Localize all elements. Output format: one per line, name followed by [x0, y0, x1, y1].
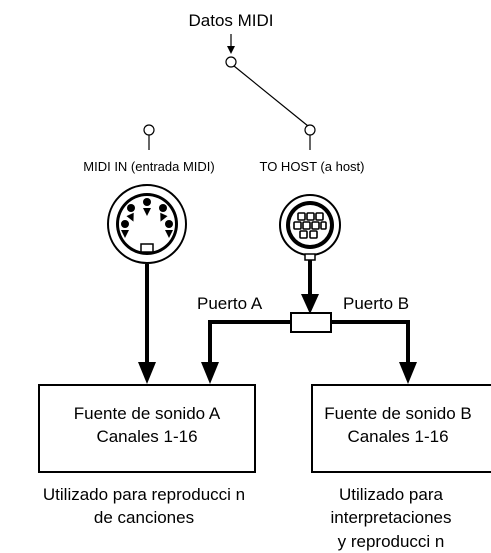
sound-source-b-caption-line3: y reproducci n	[337, 531, 445, 551]
splitter-icon	[290, 312, 332, 333]
switch-lever-icon	[233, 65, 309, 127]
midi-in-arrow-icon	[138, 362, 156, 384]
sound-source-b-caption-line2: interpretaciones	[330, 508, 452, 528]
sound-source-a-box: Fuente de sonido A Canales 1-16	[38, 384, 256, 473]
to-host-arrow-icon	[301, 294, 319, 314]
midi-in-label: MIDI IN (entrada MIDI)	[83, 159, 215, 174]
midi-data-label: Datos MIDI	[188, 11, 274, 30]
sound-source-a-caption-line1: Utilizado para reproducci n	[42, 485, 246, 504]
sound-source-a-caption: Utilizado para reproducci n de canciones	[43, 483, 245, 530]
port-b-label: Puerto B	[343, 294, 410, 313]
port-a-arrow-icon	[201, 362, 219, 384]
port-a-label: Puerto A	[197, 294, 263, 313]
sound-source-a-caption-line2: de canciones	[93, 508, 195, 528]
port-b-arrow-icon	[399, 362, 417, 384]
sound-source-b-box: Fuente de sonido B Canales 1-16	[311, 384, 491, 473]
to-host-terminal-icon	[304, 124, 316, 136]
sound-source-b-channels: Canales 1-16	[347, 427, 449, 447]
sound-source-b-caption: Utilizado para interpretaciones y reprod…	[331, 483, 452, 553]
sound-source-a-title: Fuente de sonido A	[73, 404, 221, 423]
host-connector-icon	[279, 194, 341, 261]
to-host-label: TO HOST (a host)	[259, 159, 365, 174]
sound-source-a-channels: Canales 1-16	[96, 427, 198, 447]
switch-pivot-icon	[225, 56, 237, 68]
midi-in-terminal-icon	[143, 124, 155, 136]
sound-source-b-title: Fuente de sonido B	[324, 404, 472, 423]
midi-din-connector-icon	[107, 184, 187, 264]
sound-source-b-caption-line1: Utilizado para	[339, 485, 443, 504]
midi-data-arrow-icon	[227, 46, 235, 54]
